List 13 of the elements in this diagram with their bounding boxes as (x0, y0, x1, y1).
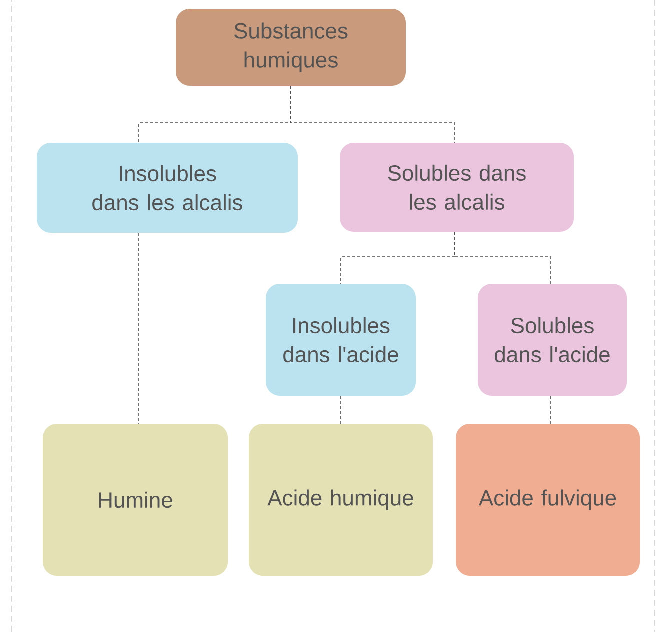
category-box: Substances humiques (176, 9, 406, 86)
connector-line (138, 232, 140, 424)
connector-line (454, 232, 552, 284)
category-box: Solubles dans l'acide (478, 284, 627, 396)
category-box: Insolubles dans l'acide (266, 284, 416, 396)
category-box: Humine (43, 424, 228, 576)
category-box: Acide fulvique (456, 424, 640, 576)
connector-line (550, 396, 552, 424)
connector-line (340, 396, 342, 424)
category-box: Solubles dans les alcalis (340, 143, 574, 232)
category-box: Acide humique (249, 424, 433, 576)
connector-line (290, 86, 456, 144)
category-box: Insolubles dans les alcalis (37, 143, 298, 233)
